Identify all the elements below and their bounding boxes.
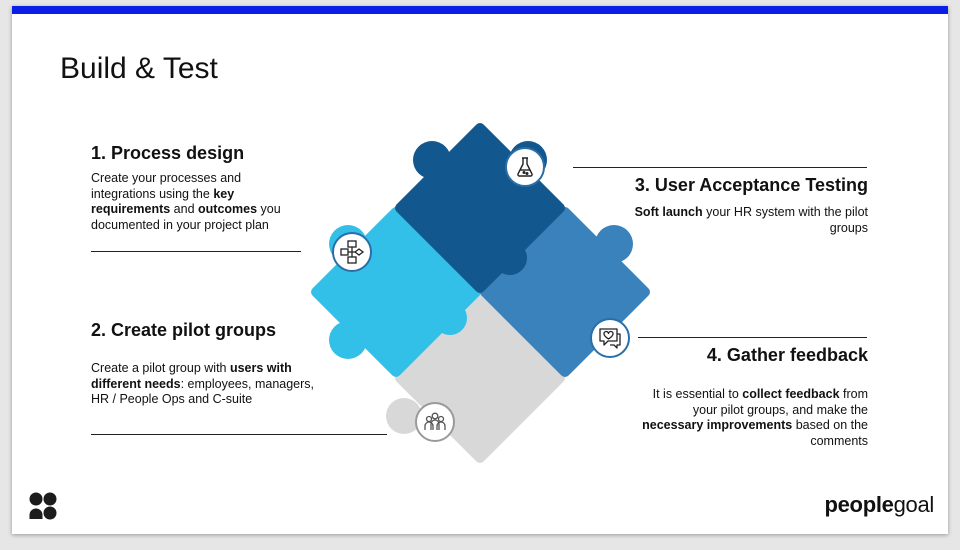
step-3-description: Soft launch your HR system with the pilo…: [628, 205, 868, 236]
step-3-divider: [573, 167, 867, 168]
step-1-description: Create your processes and integrations u…: [91, 171, 306, 233]
step-1-heading: 1. Process design: [91, 143, 245, 163]
brand-name-light: goal: [893, 492, 935, 517]
flask-icon: [505, 147, 545, 187]
step-2-heading: 2. Create pilot groups: [91, 320, 277, 340]
puzzle-diagram: [311, 123, 650, 463]
people-group-icon: [415, 402, 455, 442]
step-2-divider: [91, 434, 387, 435]
brand-name-bold: people: [824, 492, 894, 517]
top-accent-bar: [12, 6, 948, 14]
step-4-description: It is essential to collect feedback from…: [638, 387, 868, 449]
step-4-heading: 4. Gather feedback: [706, 345, 868, 365]
step-2-text-part: users with different needs: [91, 361, 292, 391]
flowchart-icon: [332, 232, 372, 272]
step-4-text-part: collect feedback: [742, 387, 840, 401]
step-1-text-part: you documented in your project plan: [91, 202, 281, 232]
step-4-text-part: from your pilot groups, and make the: [692, 387, 868, 417]
step-4-text-part: based on the comments: [792, 418, 868, 448]
step-1-text-part: and: [170, 202, 199, 216]
peoplegoal-wordmark: peoplegoal: [824, 492, 934, 518]
step-4-text-part: It is essential to: [652, 387, 743, 401]
peoplegoal-logo-mark: [29, 492, 57, 520]
step-3-text-part: Soft launch: [634, 205, 703, 219]
step-2-text-part: Create a pilot group with: [91, 361, 230, 375]
step-1-divider: [91, 251, 301, 252]
step-2-description: Create a pilot group with users with dif…: [91, 361, 321, 408]
step-4-divider: [638, 337, 867, 338]
step-3-text-part: your HR system with the pilot groups: [702, 205, 868, 235]
step-1-text-part: key requirements: [91, 186, 235, 217]
step-4-text-part: necessary improvements: [642, 418, 793, 432]
step-2-text-part: : employees, managers, HR / People Ops a…: [91, 376, 315, 407]
slide-title: Build & Test: [60, 52, 218, 85]
step-3-heading: 3. User Acceptance Testing: [634, 175, 868, 195]
slide: Build & Test 1. Process design Create yo…: [12, 6, 948, 534]
step-1-text-part: Create your processes and integrations u…: [91, 171, 242, 201]
step-1-text-part: outcomes: [198, 202, 258, 216]
feedback-chat-icon: [590, 318, 630, 358]
